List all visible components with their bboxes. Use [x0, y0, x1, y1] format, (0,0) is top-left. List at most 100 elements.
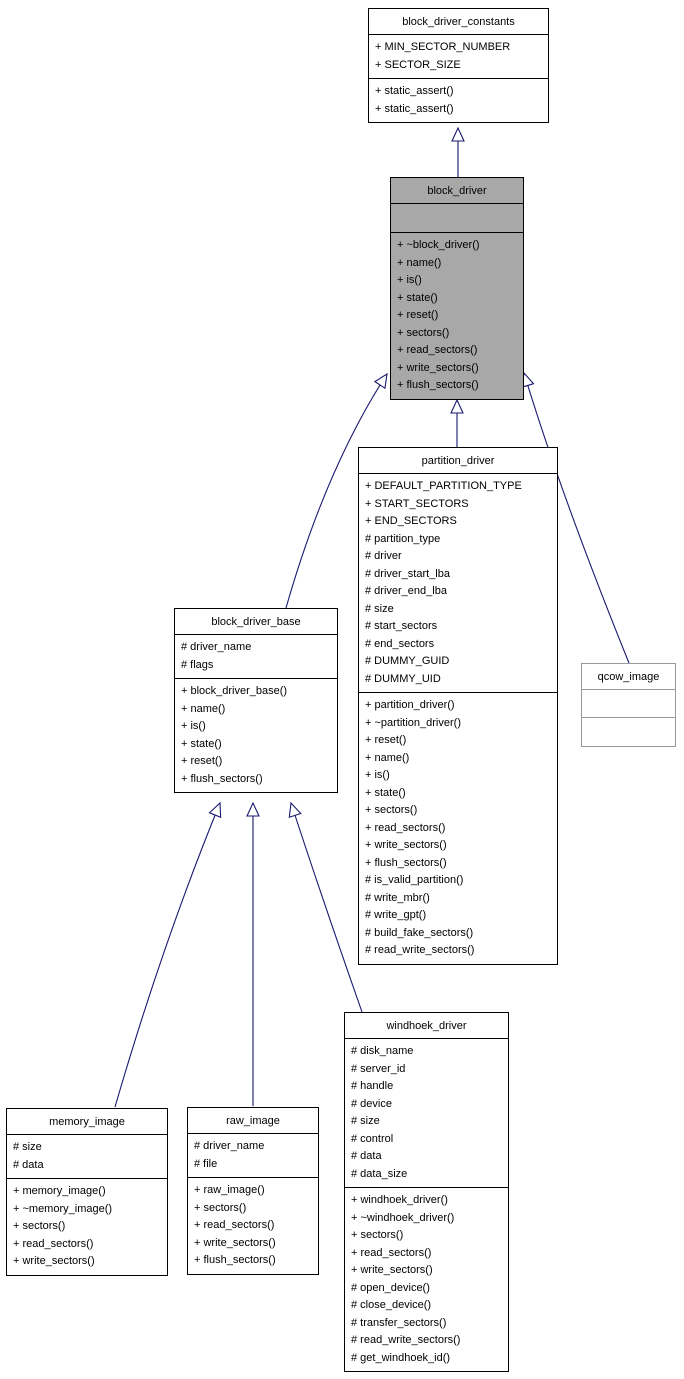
class-member: + block_driver_base() — [181, 685, 288, 697]
class-name: partition_driver — [359, 448, 557, 474]
class-member: + state() — [397, 291, 438, 304]
class-member: + memory_image() — [13, 1185, 106, 1197]
class-member: + SECTOR_SIZE — [375, 58, 461, 71]
class-member: # driver_name — [181, 641, 252, 653]
class-member: + is() — [365, 769, 390, 781]
class-box-raw-image[interactable]: raw_image # driver_name# file + raw_imag… — [187, 1107, 319, 1275]
class-member: # DUMMY_GUID — [365, 655, 450, 667]
class-methods: + static_assert()+ static_assert() — [369, 79, 548, 122]
inheritance-edge-qcow-image-to-block-driver — [521, 371, 630, 664]
class-methods: + windhoek_driver() + ~windhoek_driver() +… — [345, 1188, 508, 1371]
class-member: + read_sectors() — [13, 1237, 94, 1250]
class-member: + ~partition_driver() — [365, 716, 461, 729]
class-name: block_driver_constants — [369, 9, 548, 35]
class-name: windhoek_driver — [345, 1013, 508, 1039]
class-member: + read_sectors() — [365, 821, 446, 834]
class-member: + read_sectors() — [397, 344, 478, 356]
class-member: + name() — [365, 751, 410, 764]
class-member: # is_valid_partition() — [365, 874, 464, 886]
class-methods: + ~block_driver()+ name()+ is()+ state()… — [391, 233, 523, 399]
class-member: # driver_name — [194, 1140, 265, 1152]
class-member: # control — [351, 1132, 394, 1145]
class-member: # driver_start_lba — [365, 567, 450, 580]
class-member: # end_sectors — [365, 637, 435, 650]
class-name: memory_image — [7, 1109, 167, 1135]
class-member: # size — [365, 602, 394, 615]
class-attributes — [582, 690, 675, 718]
class-methods: + partition_driver() + ~partition_driver(… — [359, 693, 557, 964]
class-attributes — [391, 204, 523, 233]
class-member: + read_sectors() — [351, 1246, 432, 1259]
class-member: + name() — [181, 702, 226, 715]
class-member: # data_size — [351, 1167, 408, 1180]
class-box-block-driver[interactable]: block_driver + ~block_driver() + name() + … — [390, 177, 524, 400]
class-member: # size — [13, 1141, 42, 1153]
class-member: + name() — [397, 256, 442, 269]
class-member: + DEFAULT_PARTITION_TYPE — [365, 480, 522, 492]
class-member: # server_id — [351, 1062, 406, 1075]
class-box-partition-driver[interactable]: partition_driver + DEFAULT_PARTITION_TYP… — [358, 447, 558, 965]
class-member: # device — [351, 1097, 392, 1110]
class-box-block-driver-constants[interactable]: block_driver_constants + MIN_SECTOR_NUMB… — [368, 8, 549, 123]
class-member: + static_assert() — [375, 85, 454, 97]
class-name: qcow_image — [582, 664, 675, 690]
class-member: # close_device() — [351, 1299, 432, 1311]
class-member: # DUMMY_UID — [365, 672, 441, 685]
class-attributes: + MIN_SECTOR_NUMBER + SECTOR_SIZE — [369, 35, 548, 79]
class-member: # data — [351, 1150, 382, 1162]
class-attributes: # disk_name # server_id # handle # device # … — [345, 1039, 508, 1188]
class-methods: + block_driver_base() + name() + is() + sta… — [175, 679, 337, 792]
class-box-memory-image[interactable]: memory_image # size # data + memory_image… — [6, 1108, 168, 1276]
class-member: + write_sectors() — [13, 1255, 95, 1267]
class-member: + partition_driver() — [365, 699, 455, 711]
class-member: # read_write_sectors() — [351, 1334, 461, 1346]
class-member: + raw_image() — [194, 1184, 265, 1196]
class-attributes: + DEFAULT_PARTITION_TYPE+ START_SECTORS+… — [359, 474, 557, 693]
class-member: + write_sectors() — [351, 1264, 433, 1276]
class-attributes: # driver_name# file — [188, 1134, 318, 1178]
class-box-qcow-image[interactable]: qcow_image — [581, 663, 676, 747]
class-member: # disk_name — [351, 1045, 414, 1057]
class-member: # flags — [181, 658, 214, 671]
class-member: + reset() — [397, 309, 439, 321]
class-member: + MIN_SECTOR_NUMBER — [375, 41, 511, 53]
class-member: # write_mbr() — [365, 891, 430, 904]
class-member: + END_SECTORS — [365, 515, 457, 527]
class-member: + read_sectors() — [194, 1219, 275, 1231]
class-member: + write_sectors() — [365, 839, 447, 851]
class-member: # data — [13, 1158, 44, 1171]
class-methods: + memory_image()+ ~memory_image()+ secto… — [7, 1179, 167, 1275]
class-member: # get_windhoek_id() — [351, 1351, 451, 1364]
class-attributes: # driver_name # flags — [175, 635, 337, 679]
class-box-block-driver-base[interactable]: block_driver_base # driver_name# flags +… — [174, 608, 338, 793]
class-member: + state() — [181, 737, 222, 750]
class-name: block_driver — [391, 178, 523, 204]
class-member: # start_sectors — [365, 620, 438, 632]
class-member: # driver — [365, 550, 402, 562]
class-member: + write_sectors() — [397, 361, 479, 374]
class-member: + reset() — [181, 755, 223, 767]
class-member: # driver_end_lba — [365, 585, 447, 597]
class-member: + is() — [181, 720, 206, 732]
class-methods — [582, 718, 675, 746]
class-member: + flush_sectors() — [365, 856, 447, 869]
class-member: + flush_sectors() — [181, 772, 263, 785]
class-member: + sectors() — [351, 1229, 404, 1241]
class-member: + sectors() — [397, 326, 450, 339]
class-member: + state() — [365, 786, 406, 799]
class-member: # read_write_sectors() — [365, 944, 475, 956]
class-member: # write_gpt() — [365, 909, 427, 921]
class-member: # size — [351, 1115, 380, 1127]
class-member: + ~block_driver() — [397, 239, 480, 251]
class-member: + write_sectors() — [194, 1236, 276, 1249]
class-member: # partition_type — [365, 532, 441, 545]
class-member: + windhoek_driver() — [351, 1194, 448, 1206]
class-member: + ~windhoek_driver() — [351, 1211, 455, 1224]
inheritance-edge-block-driver-base-to-block-driver — [285, 372, 388, 609]
class-member: + sectors() — [194, 1201, 247, 1214]
class-member: # handle — [351, 1080, 394, 1092]
class-box-windhoek-driver[interactable]: windhoek_driver # disk_name# server_id# … — [344, 1012, 509, 1372]
class-member: + flush_sectors() — [397, 379, 479, 391]
